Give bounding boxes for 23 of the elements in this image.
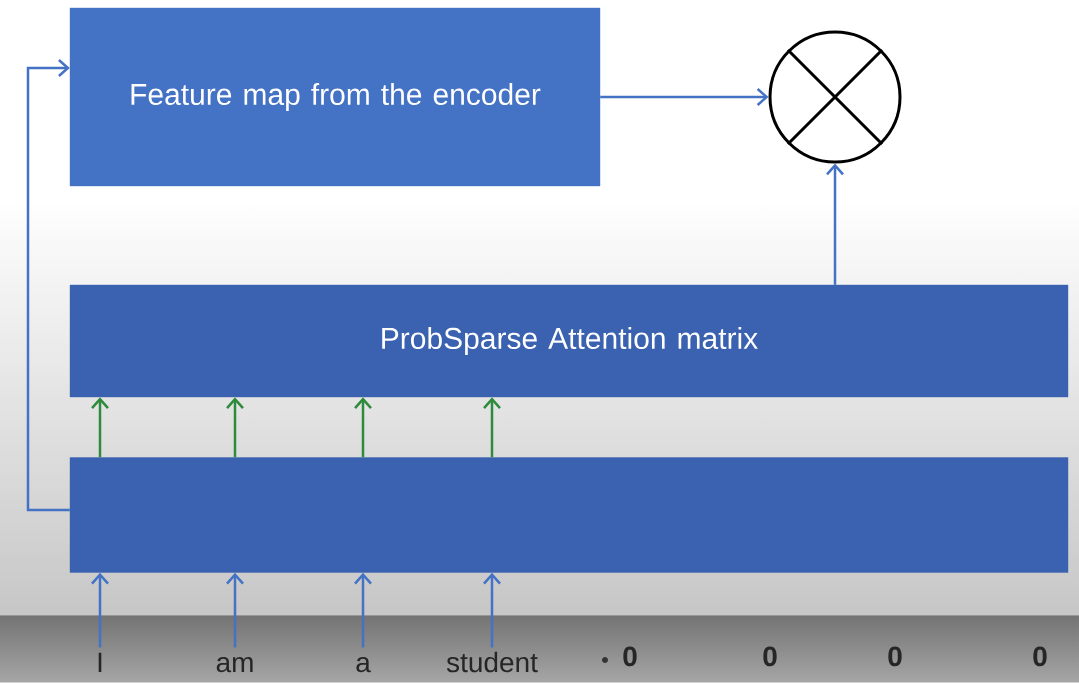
arrow	[483, 397, 501, 458]
arrow	[91, 397, 109, 458]
token-label: 0	[623, 646, 637, 667]
arrow	[226, 572, 244, 648]
input-word: a	[356, 656, 371, 673]
token-label: 0	[763, 646, 777, 667]
arrow	[600, 88, 769, 106]
process-box: Feature map from the encoder	[69, 7, 601, 187]
process-box: ProbSparse Attention matrix	[69, 284, 1069, 398]
input-word: student	[446, 651, 538, 673]
arrow	[91, 572, 109, 648]
token-label: 0	[1033, 646, 1047, 667]
empty-box	[69, 457, 1069, 573]
input-word: am	[216, 656, 253, 673]
input-word: I	[98, 652, 102, 672]
arrow	[483, 572, 501, 648]
arrow	[26, 59, 70, 512]
arrow	[826, 163, 844, 285]
arrow	[226, 397, 244, 458]
arrow	[354, 572, 372, 648]
multiply-circle	[768, 30, 902, 164]
token-label: 0	[888, 646, 902, 667]
arrow	[354, 397, 372, 458]
